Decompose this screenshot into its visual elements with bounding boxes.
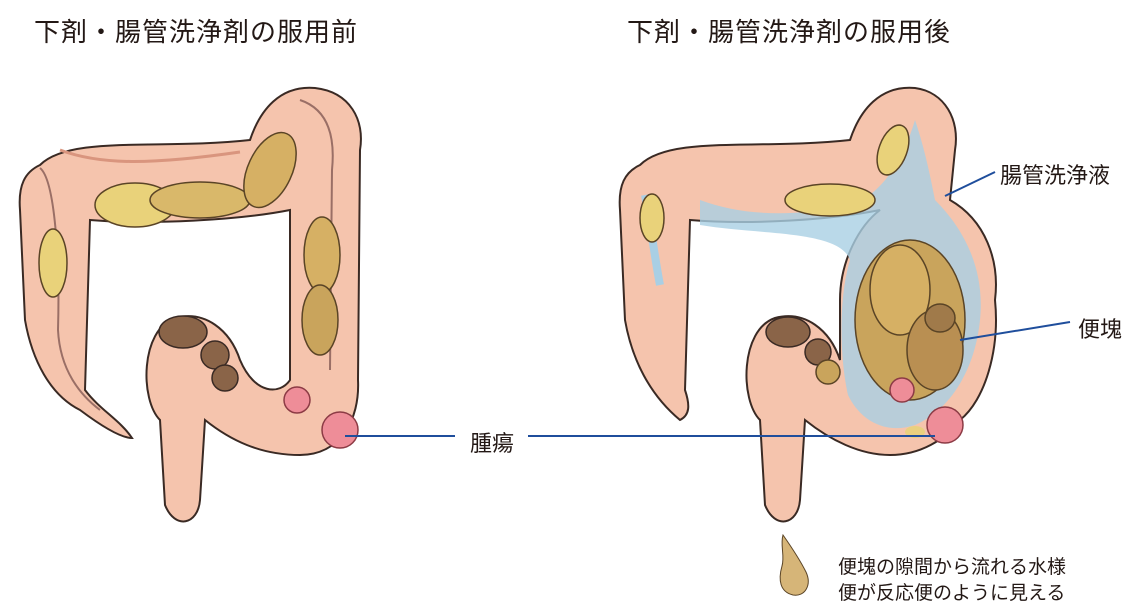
note-line-1: 便塊の隙間から流れる水様 bbox=[838, 552, 1066, 579]
tumor-before-2 bbox=[322, 412, 358, 448]
label-lavage-fluid: 腸管洗浄液 bbox=[1000, 158, 1110, 190]
tumor-after-2 bbox=[927, 407, 963, 443]
stool-before-1 bbox=[39, 229, 67, 297]
label-tumor: 腫瘍 bbox=[470, 426, 514, 458]
colon-before bbox=[20, 88, 361, 522]
tumor-after-1 bbox=[890, 378, 914, 402]
colon-after bbox=[620, 88, 996, 522]
label-stool: 便塊 bbox=[1078, 312, 1122, 344]
tumor-before-1 bbox=[284, 387, 310, 413]
note-line-2: 便が反応便のように見える bbox=[838, 578, 1065, 605]
watery-stool-drop bbox=[780, 535, 808, 595]
